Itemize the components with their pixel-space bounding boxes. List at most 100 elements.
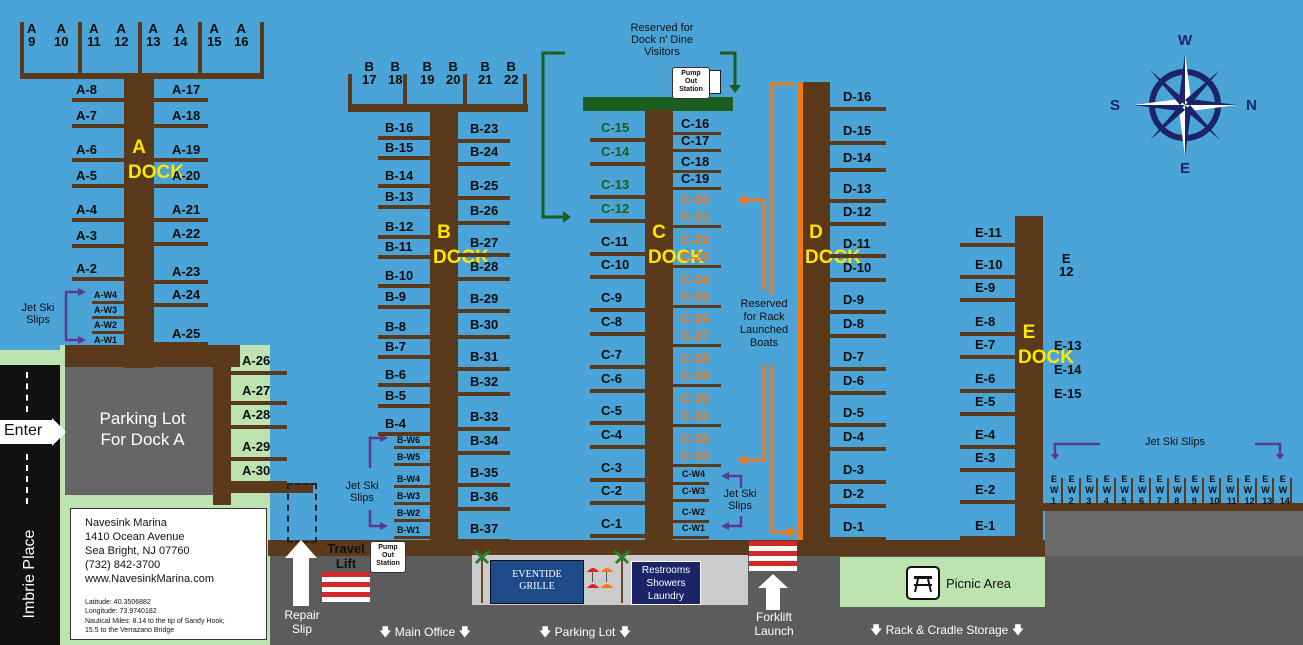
slip-a-lower[interactable]: A-27: [242, 383, 271, 398]
slip-a-right[interactable]: A-18: [172, 108, 201, 123]
slip-e-jet-num[interactable]: 3: [1086, 496, 1092, 506]
slip-e-jet-letter[interactable]: E: [1209, 474, 1216, 484]
slip-d[interactable]: D-14: [843, 150, 872, 165]
slip-e-jet-letter[interactable]: W: [1190, 485, 1200, 495]
slip-b-right[interactable]: B-35: [470, 465, 499, 480]
slip-e-jet-num[interactable]: 1: [1051, 496, 1057, 506]
slip-c-left[interactable]: C-10: [601, 257, 630, 272]
slip-a-top[interactable]: A 11: [87, 21, 101, 49]
slip-e-jet-letter[interactable]: E: [1227, 474, 1234, 484]
slip-e-jet-letter[interactable]: E: [1279, 474, 1286, 484]
slip-d[interactable]: D-12: [843, 204, 872, 219]
slip-e-jet-letter[interactable]: W: [1226, 485, 1235, 495]
slip-b-right[interactable]: B-30: [470, 317, 499, 332]
slip-a-jet[interactable]: A-W1: [94, 335, 117, 345]
slip-d[interactable]: D-3: [843, 462, 864, 477]
slip-e-jet-letter[interactable]: E: [1139, 474, 1146, 484]
slip-a-left[interactable]: A-5: [76, 168, 97, 183]
slip-e-jet-letter[interactable]: E: [1191, 474, 1198, 484]
slip-c-orange[interactable]: C-25: [681, 289, 710, 304]
slip-a-right[interactable]: A-23: [172, 264, 201, 279]
slip-e-left[interactable]: E-3: [975, 450, 996, 465]
slip-d[interactable]: D-16: [843, 89, 872, 104]
slip-e-left[interactable]: E-4: [975, 427, 996, 442]
slip-c-jet[interactable]: C-W4: [682, 469, 705, 479]
slip-a-right[interactable]: A-24: [172, 287, 201, 302]
slip-a-lower[interactable]: A-28: [242, 407, 271, 422]
slip-b-left[interactable]: B-13: [385, 189, 414, 204]
slip-e-jet-num[interactable]: 5: [1121, 496, 1127, 506]
slip-a-jet[interactable]: A-W2: [94, 320, 117, 330]
slip-b-left[interactable]: B-7: [385, 339, 406, 354]
slip-c-jet[interactable]: C-W1: [682, 523, 705, 533]
slip-b-right[interactable]: B-29: [470, 291, 499, 306]
slip-c-orange[interactable]: C-32: [681, 431, 710, 446]
slip-d[interactable]: D-9: [843, 292, 864, 307]
slip-e-jet-num[interactable]: 11: [1227, 496, 1237, 506]
slip-b-right[interactable]: B-23: [470, 121, 499, 136]
slip-b-right[interactable]: B-36: [470, 489, 499, 504]
slip-a-right[interactable]: A-19: [172, 142, 201, 157]
slip-a-right[interactable]: A-20: [172, 168, 201, 183]
slip-c-left[interactable]: C-2: [601, 483, 622, 498]
slip-c-green[interactable]: C-15: [601, 120, 630, 135]
slip-b-left[interactable]: B-11: [385, 239, 413, 254]
slip-e-left[interactable]: E-8: [975, 314, 996, 329]
slip-e-jet-letter[interactable]: W: [1208, 485, 1217, 495]
slip-e-jet-letter[interactable]: E: [1086, 474, 1093, 484]
slip-d[interactable]: D-15: [843, 123, 872, 138]
slip-e-right[interactable]: E-14: [1054, 362, 1082, 377]
slip-c-right[interactable]: C-16: [681, 116, 710, 131]
slip-b-top[interactable]: B 17: [362, 59, 377, 87]
slip-b-left[interactable]: B-15: [385, 140, 414, 155]
slip-b-left[interactable]: B-14: [385, 168, 414, 183]
slip-e-left[interactable]: E-9: [975, 280, 996, 295]
slip-a-top[interactable]: A 16: [234, 21, 249, 49]
slip-d[interactable]: D-5: [843, 405, 864, 420]
slip-e-jet-letter[interactable]: W: [1261, 485, 1270, 495]
slip-e-jet-letter[interactable]: W: [1138, 485, 1147, 495]
slip-e-jet-letter[interactable]: W: [1102, 485, 1112, 495]
slip-c-green[interactable]: C-14: [601, 144, 630, 159]
slip-d[interactable]: D-1: [843, 519, 864, 534]
slip-a-left[interactable]: A-8: [76, 82, 97, 97]
slip-d[interactable]: D-4: [843, 429, 864, 444]
slip-b-left[interactable]: B-9: [385, 289, 406, 304]
slip-e-jet-letter[interactable]: W: [1155, 485, 1165, 495]
slip-e-jet-letter[interactable]: E: [1103, 474, 1110, 484]
slip-d[interactable]: D-6: [843, 373, 864, 388]
slip-d[interactable]: D-10: [843, 260, 872, 275]
slip-b-jet[interactable]: B-W2: [397, 508, 420, 518]
slip-c-orange[interactable]: C-29: [681, 368, 710, 383]
slip-e-right[interactable]: E-15: [1054, 386, 1082, 401]
slip-a-right[interactable]: A-25: [172, 326, 201, 341]
slip-b-left[interactable]: B-5: [385, 388, 406, 403]
slip-b-jet[interactable]: B-W5: [397, 452, 420, 462]
slip-c-left[interactable]: C-9: [601, 290, 622, 305]
slip-e-right[interactable]: E-13: [1054, 338, 1082, 353]
slip-e-left[interactable]: E-6: [975, 371, 996, 386]
slip-e12[interactable]: E 12: [1059, 251, 1074, 279]
slip-b-left[interactable]: B-8: [385, 319, 406, 334]
slip-a-lower[interactable]: A-29: [242, 439, 271, 454]
slip-a-left[interactable]: A-4: [76, 202, 97, 217]
slip-b-top[interactable]: B 22: [504, 59, 519, 87]
slip-e-jet-num[interactable]: 12: [1244, 496, 1255, 506]
slip-b-jet[interactable]: B-W4: [397, 474, 420, 484]
slip-c-orange[interactable]: C-21: [681, 209, 710, 224]
slip-b-top[interactable]: B 18: [388, 59, 403, 87]
slip-b-right[interactable]: B-32: [470, 374, 499, 389]
slip-e-jet-num[interactable]: 9: [1191, 496, 1197, 506]
slip-e-jet-num[interactable]: 2: [1068, 496, 1074, 506]
slip-b-top[interactable]: B 19: [420, 59, 435, 87]
slip-b-right[interactable]: B-25: [470, 178, 499, 193]
slip-c-orange[interactable]: C-23: [681, 249, 710, 264]
slip-a-top[interactable]: A 10: [54, 21, 69, 49]
slip-a-lower[interactable]: A-30: [242, 463, 271, 478]
slip-d[interactable]: D-7: [843, 349, 864, 364]
slip-e-jet-num[interactable]: 6: [1139, 496, 1145, 506]
slip-e-left[interactable]: E-10: [975, 257, 1003, 272]
slip-e-left[interactable]: E-5: [975, 394, 996, 409]
slip-e-left[interactable]: E-11: [975, 225, 1002, 240]
slip-e-left[interactable]: E-7: [975, 337, 996, 352]
